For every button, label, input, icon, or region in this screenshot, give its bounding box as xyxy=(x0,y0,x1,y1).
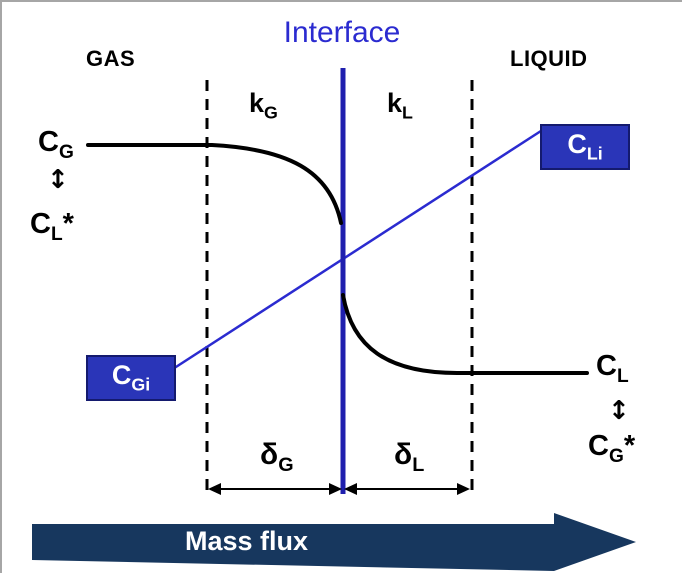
cgi-sub: Gi xyxy=(131,374,151,395)
cg-base: C xyxy=(38,126,59,158)
interface-gas-concentration-box: CGi xyxy=(86,355,176,401)
gas-concentration-curve xyxy=(86,143,343,225)
equilibrium-liquid-concentration-label: CL* xyxy=(30,210,74,244)
gas-equilibrium-updown-arrow: ↕ xyxy=(47,165,69,195)
interface-liquid-concentration-box: CLi xyxy=(540,124,630,170)
cl-star-sub: L xyxy=(50,223,63,245)
cl-sub: L xyxy=(616,365,629,387)
gas-phase-label: GAS xyxy=(86,46,136,71)
kl-base: k xyxy=(387,88,403,118)
delta-g-dimension-arrow xyxy=(208,483,342,495)
cgi-base: C xyxy=(111,359,132,390)
delta-l-sub: L xyxy=(412,454,425,476)
interface-title: Interface xyxy=(283,16,401,49)
cli-base: C xyxy=(567,128,587,159)
delta-l-dimension-arrow xyxy=(344,483,470,495)
cl-star-base: C xyxy=(30,208,51,240)
gas-film-thickness-label: δG xyxy=(260,440,294,476)
liquid-film-coefficient-label: kL xyxy=(387,90,413,122)
cli-sub: Li xyxy=(586,143,603,164)
liquid-phase-label: LIQUID xyxy=(510,46,588,71)
cg-sub: G xyxy=(58,141,74,163)
kl-sub: L xyxy=(402,102,413,123)
cl-star-asterisk: * xyxy=(62,208,74,240)
liquid-concentration-curve xyxy=(341,293,589,375)
cgi-label: CGi xyxy=(111,359,151,395)
delta-g-base: δ xyxy=(260,438,279,471)
cg-star-base: C xyxy=(588,430,609,462)
kg-sub: G xyxy=(264,102,278,123)
delta-g-sub: G xyxy=(278,454,294,476)
equilibrium-gas-concentration-label: CG* xyxy=(588,432,635,466)
kg-base: k xyxy=(249,88,265,118)
equilibrium-diagonal-line xyxy=(161,127,545,378)
gas-film-coefficient-label: kG xyxy=(249,90,278,122)
cl-base: C xyxy=(596,350,617,382)
cg-star-asterisk: * xyxy=(623,430,636,462)
cli-label: CLi xyxy=(567,128,603,164)
liquid-equilibrium-updown-arrow: ↕ xyxy=(608,396,630,426)
liquid-film-thickness-label: δL xyxy=(394,440,424,476)
delta-l-base: δ xyxy=(394,438,413,471)
cg-star-sub: G xyxy=(608,445,624,467)
mass-flux-label: Mass flux xyxy=(185,526,309,556)
mass-flux-arrow xyxy=(32,513,636,571)
bulk-gas-concentration-label: CG xyxy=(38,128,74,162)
bulk-liquid-concentration-label: CL xyxy=(596,352,629,386)
